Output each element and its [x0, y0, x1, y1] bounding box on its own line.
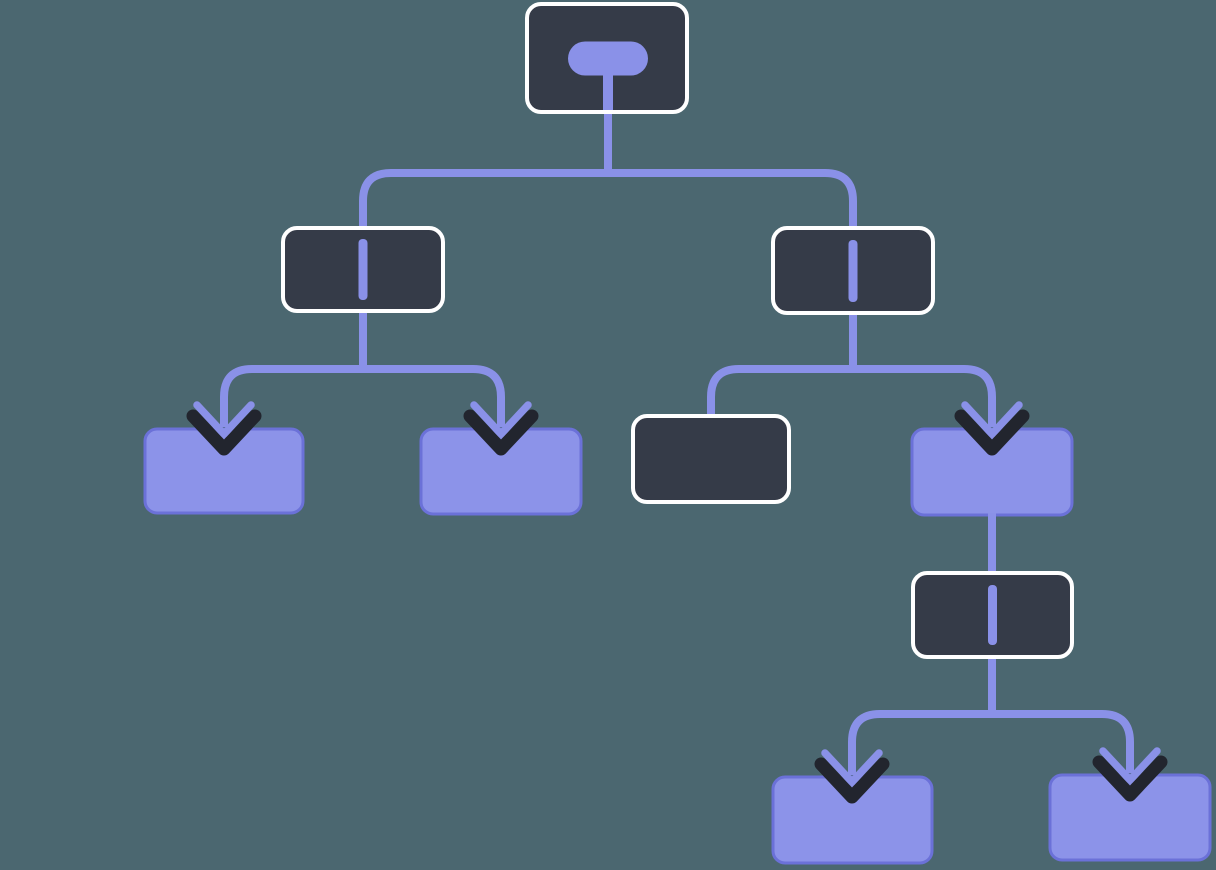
dark-node-branch-left-border: [281, 226, 445, 313]
arrow-chevron: [193, 401, 255, 438]
dark-node-root-border: [525, 2, 689, 114]
arrow-chevron: [470, 401, 532, 438]
arrow-shadow-chevron: [186, 409, 262, 456]
arrow-shadow-chevron: [814, 757, 890, 804]
arrow-chevron: [821, 749, 883, 786]
arrow-shadow-chevron: [1092, 755, 1168, 802]
dark-node-leaf-dark[interactable]: [633, 416, 789, 502]
dark-node-leaf-dark-border: [631, 414, 791, 504]
arrow-down-icon: [954, 401, 1030, 456]
arrow-down-icon: [814, 749, 890, 804]
arrow-shadow-chevron: [954, 409, 1030, 456]
bar-glyph-branch-lower: [988, 585, 997, 645]
layer-connectors: [220, 108, 1134, 752]
layer-arrowheads: [186, 401, 1168, 804]
arrow-shadow-chevron: [463, 409, 539, 456]
arrow-down-icon: [463, 401, 539, 456]
connector-right-bus: [707, 365, 996, 418]
arrow-down-icon: [1092, 747, 1168, 802]
dark-node-branch-right-border: [771, 226, 935, 315]
connector-left-bus: [220, 365, 505, 404]
pill-stem: [603, 70, 613, 112]
layer-node-fills: [143, 4, 1212, 865]
layer-node-borders: [281, 2, 1074, 659]
bar-glyph-branch-left: [358, 239, 368, 300]
arrow-down-icon: [186, 401, 262, 456]
connector-lower-bus: [848, 710, 1134, 752]
layer-node-glyphs: [358, 41, 997, 645]
connector-level1-bus: [359, 169, 857, 230]
bar-glyph-branch-right: [848, 240, 858, 302]
pill-glyph: [568, 41, 648, 76]
arrow-chevron: [961, 401, 1023, 438]
arrow-chevron: [1099, 747, 1161, 784]
dark-node-branch-lower-border: [911, 571, 1074, 659]
